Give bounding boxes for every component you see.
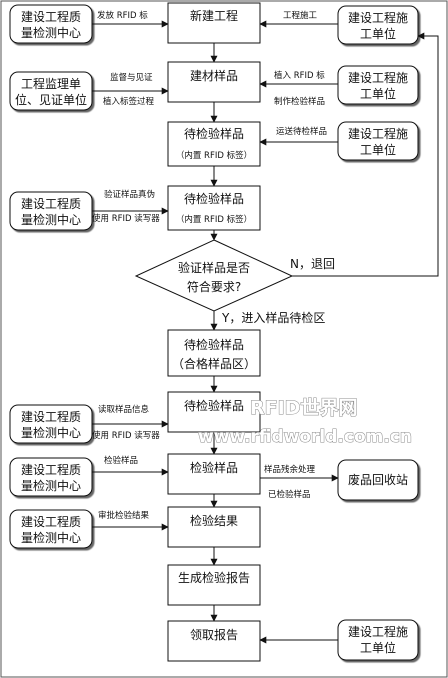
label-read-info: 读取样品信息 <box>98 404 150 415</box>
label-no-back: N，退回 <box>290 257 335 271</box>
right-builder-1: 建设工程施 工单位 <box>337 5 419 45</box>
svg-text:工单位: 工单位 <box>360 640 396 655</box>
label-verify-authenticity: 验证样品真伪 <box>104 189 155 200</box>
svg-text:建设工程施: 建设工程施 <box>348 10 408 25</box>
svg-text:位、见证单位: 位、见证单位 <box>15 92 87 107</box>
left-qc-center-4: 建设工程质 量检测中心 <box>9 457 93 497</box>
svg-text:建设工程施: 建设工程施 <box>348 126 408 141</box>
center-pending-sample-3: 待检验样品 <box>167 391 261 433</box>
svg-text:建设工程质: 建设工程质 <box>21 9 81 24</box>
svg-text:生成检验报告: 生成检验报告 <box>178 570 250 585</box>
center-new-project: 新建工程 <box>167 2 261 44</box>
label-make-sample: 制作检验样品 <box>274 96 325 107</box>
svg-text:检验结果: 检验结果 <box>190 513 238 528</box>
svg-text:量检测中心: 量检测中心 <box>21 425 81 440</box>
label-inspect: 检验样品 <box>104 455 138 466</box>
left-qc-center-1: 建设工程质 量检测中心 <box>9 4 93 44</box>
svg-text:检验样品: 检验样品 <box>190 460 238 475</box>
svg-text:建设工程质: 建设工程质 <box>21 409 81 424</box>
svg-text:新建工程: 新建工程 <box>190 8 238 23</box>
decision-verify: 验证样品是否 符合要求? <box>134 239 294 312</box>
svg-text:量检测中心: 量检测中心 <box>21 530 81 545</box>
svg-text:（合格样品区）: （合格样品区） <box>172 356 256 371</box>
svg-text:（内置 RFID 标签）: （内置 RFID 标签） <box>176 214 252 225</box>
svg-text:待检验样品: 待检验样品 <box>184 398 244 413</box>
center-inspect-sample: 检验样品 <box>167 453 261 495</box>
right-builder-4: 建设工程施 工单位 <box>337 619 419 661</box>
center-qualified-sample: 待检验样品 （合格样品区） <box>167 329 261 377</box>
svg-text:量检测中心: 量检测中心 <box>21 25 81 40</box>
center-receive-report: 领取报告 <box>167 620 261 662</box>
label-use-reader-1: 使用 RFID 读写器 <box>92 213 160 224</box>
watermark-line-1: RFID世界网 <box>250 397 357 419</box>
label-supervise: 监督与见证 <box>110 72 153 83</box>
svg-text:废品回收站: 废品回收站 <box>348 472 408 487</box>
svg-text:工单位: 工单位 <box>360 142 396 157</box>
svg-text:待检验样品: 待检验样品 <box>184 126 244 141</box>
label-yes-enter: Y，进入样品待检区 <box>221 310 325 325</box>
svg-text:建设工程施: 建设工程施 <box>348 70 408 85</box>
left-qc-center-2: 建设工程质 量检测中心 <box>9 191 93 231</box>
svg-text:（内置 RFID 标签）: （内置 RFID 标签） <box>176 150 252 161</box>
svg-text:建设工程质: 建设工程质 <box>21 462 81 477</box>
decision-line-1: 验证样品是否 <box>178 260 250 275</box>
left-qc-center-3: 建设工程质 量检测中心 <box>9 404 93 444</box>
svg-text:工单位: 工单位 <box>360 86 396 101</box>
svg-text:待检验样品: 待检验样品 <box>184 191 244 206</box>
right-recycle-station: 废品回收站 <box>337 459 419 501</box>
label-use-reader-2: 使用 RFID 读写器 <box>92 430 160 441</box>
label-deliver-sample: 运送待检样品 <box>276 126 327 137</box>
label-inspected: 已检验样品 <box>268 489 311 500</box>
center-inspect-result: 检验结果 <box>167 506 261 548</box>
left-arrows <box>92 20 169 531</box>
svg-text:领取报告: 领取报告 <box>190 627 238 642</box>
label-approve-result: 审批检验结果 <box>98 510 150 521</box>
center-pending-sample-2: 待检验样品 （内置 RFID 标签） <box>167 185 261 231</box>
svg-text:工单位: 工单位 <box>360 26 396 41</box>
center-generate-report: 生成检验报告 <box>167 564 261 606</box>
label-issue-rfid: 发放 RFID 标 <box>97 10 148 21</box>
svg-text:待检验样品: 待检验样品 <box>184 337 244 352</box>
center-pending-sample-1: 待检验样品 （内置 RFID 标签） <box>167 121 261 167</box>
watermark-line-2: www.rfidworld.com.cn <box>198 427 412 447</box>
center-material-sample: 建材样品 <box>167 61 261 103</box>
label-implant-process: 植入标签过程 <box>103 96 155 107</box>
svg-text:建设工程质: 建设工程质 <box>21 196 81 211</box>
label-construction: 工程施工 <box>283 10 318 21</box>
svg-text:量检测中心: 量检测中心 <box>21 478 81 493</box>
label-implant-rfid: 植入 RFID 标 <box>274 70 325 81</box>
right-builder-3: 建设工程施 工单位 <box>337 121 419 161</box>
svg-text:建材样品: 建材样品 <box>190 68 238 83</box>
label-waste-processing: 样品残余处理 <box>264 464 316 475</box>
svg-text:量检测中心: 量检测中心 <box>21 212 81 227</box>
svg-text:建设工程施: 建设工程施 <box>348 624 408 639</box>
svg-text:建设工程质: 建设工程质 <box>21 514 81 529</box>
right-arrows <box>259 20 439 644</box>
svg-text:符合要求?: 符合要求? <box>187 279 241 294</box>
svg-text:工程监理单: 工程监理单 <box>21 76 81 91</box>
right-builder-2: 建设工程施 工单位 <box>337 65 419 105</box>
left-qc-center-5: 建设工程质 量检测中心 <box>9 509 93 549</box>
left-supervisor: 工程监理单 位、见证单位 <box>9 71 93 111</box>
